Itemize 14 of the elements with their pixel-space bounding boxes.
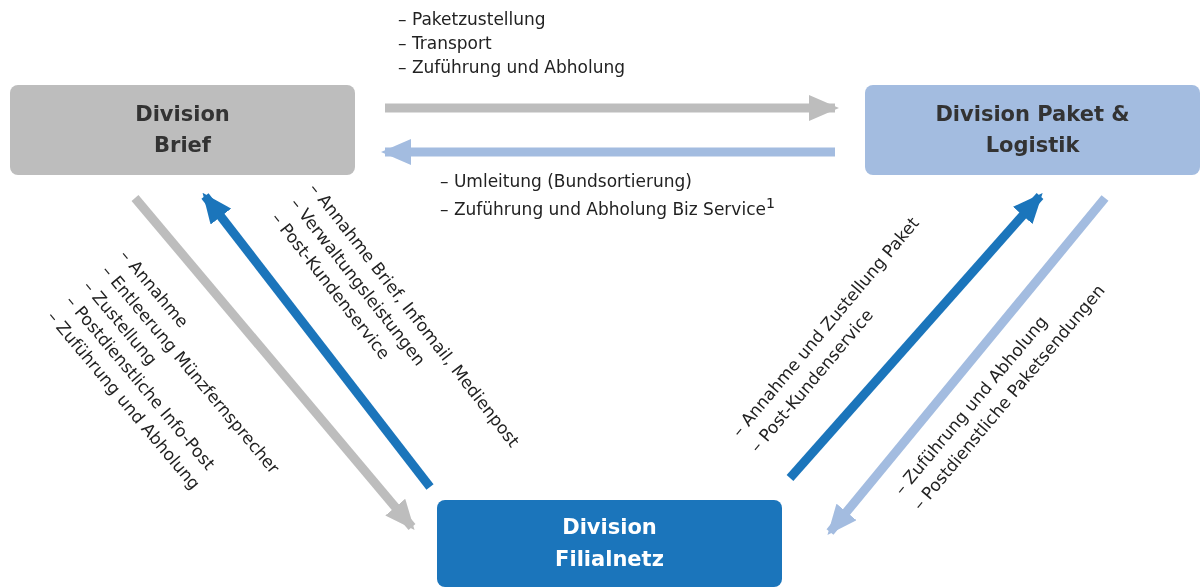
- arrow: [786, 193, 1044, 481]
- edge-label: – Umleitung (Bundsortierung) – Zuführung und Abholung Biz Service$^{1}$: [440, 170, 775, 221]
- arrow: [131, 195, 416, 531]
- edge-label: – Paketzustellung – Transport – Zuführung und Abholung: [398, 8, 625, 79]
- node-title: Division Paket & Logistik: [934, 100, 1131, 159]
- division-box: [437, 500, 782, 587]
- node-title: Division Brief: [134, 100, 231, 159]
- arrow: [381, 139, 835, 165]
- node-title: Division Filialnetz: [554, 514, 665, 573]
- arrow: [201, 192, 434, 490]
- division-box: [10, 85, 355, 175]
- arrow: [826, 195, 1109, 536]
- arrow: [385, 95, 839, 121]
- division-box: [865, 85, 1200, 175]
